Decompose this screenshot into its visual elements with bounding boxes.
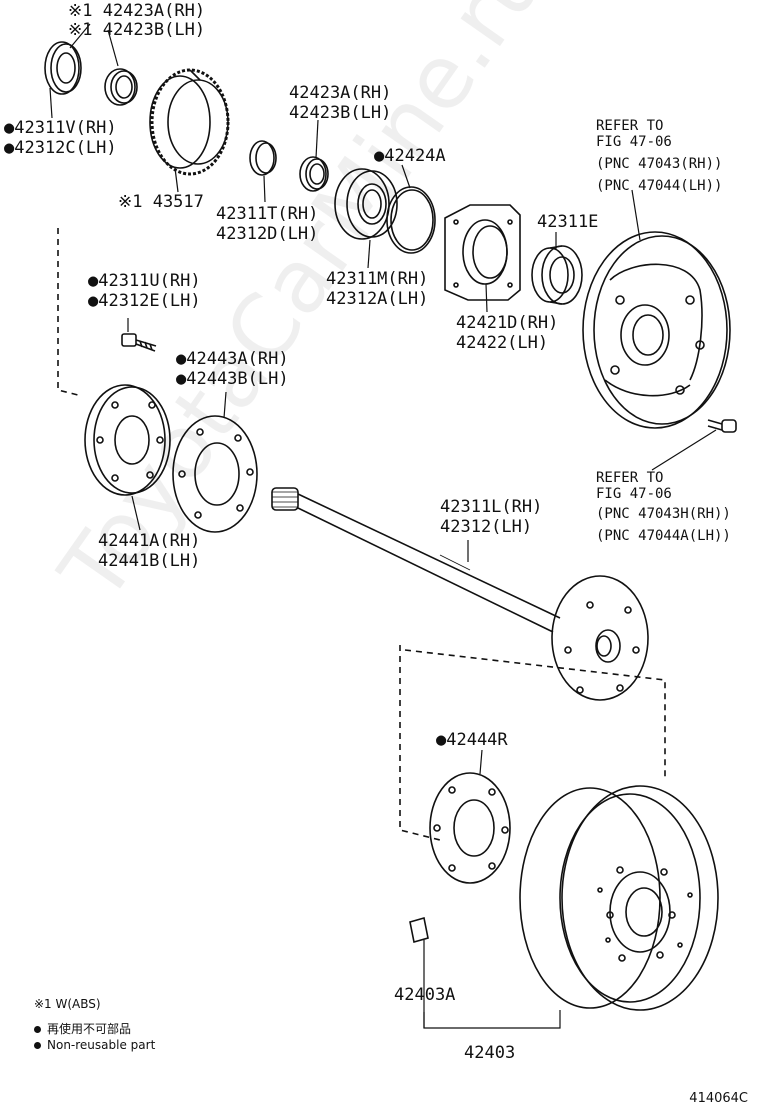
brake-backing-plate [582, 231, 731, 429]
gasket-42444r [429, 772, 511, 884]
label-42403a: 42403A [394, 985, 456, 1005]
retainer-42311e [531, 245, 583, 305]
legend-note-abs: ※1 W(ABS) [34, 997, 101, 1011]
bullet-icon [34, 1026, 41, 1033]
label-fig-47-06-lower: FIG 47-06 [596, 486, 672, 502]
label-42312e: ●42312E(LH) [88, 291, 201, 311]
label-42441b: 42441B(LH) [98, 551, 201, 571]
label-42312d: 42312D(LH) [216, 224, 319, 244]
backing-plate-bolt [707, 419, 737, 433]
abs-rotor-43517 [149, 68, 230, 176]
label-42423a-upper: ※1 42423A(RH) [68, 1, 206, 21]
legend-non-reusable-en-text: Non-reusable part [47, 1038, 156, 1052]
label-42311v: ●42311V(RH) [4, 118, 117, 138]
label-pnc-47043h: (PNC 47043H(RH)) [596, 506, 731, 522]
label-42403: 42403 [464, 1043, 516, 1063]
label-pnc-47043: (PNC 47043(RH)) [596, 156, 723, 172]
brake-drum-42403 [519, 785, 719, 1011]
oil-seal-42311v [44, 41, 82, 95]
label-42311m: 42311M(RH) [326, 269, 429, 289]
hub-bolt-42311u [121, 333, 157, 352]
label-42312a: 42312A(LH) [326, 289, 429, 309]
reference-line-right-2 [404, 649, 666, 780]
label-42423b-middle: 42423B(LH) [289, 103, 392, 123]
label-42312c: ●42312C(LH) [4, 138, 117, 158]
label-refer-to-upper: REFER TO [596, 118, 664, 134]
label-42441a: 42441A(RH) [98, 531, 201, 551]
label-pnc-47044: (PNC 47044(LH)) [596, 178, 723, 194]
label-42311u: ●42311U(RH) [88, 271, 201, 291]
label-fig-47-06-upper: FIG 47-06 [596, 134, 672, 150]
reference-line-left [57, 228, 79, 396]
label-42423b-upper: ※1 42423B(LH) [68, 20, 206, 40]
label-42421d: 42421D(RH) [456, 313, 559, 333]
leader-lines [49, 23, 717, 1029]
reference-line-right [399, 645, 441, 841]
legend-non-reusable-jp: 再使用不可部品 [34, 1020, 131, 1037]
bearing-ring-42423a-upper [104, 68, 138, 106]
label-43517: ※1 43517 [118, 192, 204, 212]
label-42312: 42312(LH) [440, 517, 533, 537]
label-42444r: ●42444R [436, 730, 508, 750]
bearing-housing-42421d [444, 204, 521, 301]
o-ring-42424a [386, 186, 436, 254]
label-42424a: ●42424A [374, 146, 446, 166]
spacer-42311t [249, 140, 277, 176]
hub-flange-42441a [84, 384, 171, 496]
label-42443a: ●42443A(RH) [176, 349, 289, 369]
bullet-icon [34, 1042, 41, 1049]
plug-42403a [409, 916, 429, 944]
figure-number: 414064C [689, 1091, 748, 1106]
legend-non-reusable-jp-text: 再使用不可部品 [47, 1022, 132, 1036]
label-42311l: 42311L(RH) [440, 497, 543, 517]
label-refer-to-lower: REFER TO [596, 470, 664, 486]
label-42443b: ●42443B(LH) [176, 369, 289, 389]
bearing-42311m [334, 168, 398, 240]
label-pnc-47044a: (PNC 47044A(LH)) [596, 528, 731, 544]
label-42311t: 42311T(RH) [216, 204, 319, 224]
bearing-ring-42423a-middle [299, 156, 329, 192]
legend-non-reusable-en: Non-reusable part [34, 1038, 155, 1052]
label-42422: 42422(LH) [456, 333, 549, 353]
label-42311e: 42311E [537, 212, 599, 232]
gasket-42443a [172, 415, 258, 533]
label-42423a-middle: 42423A(RH) [289, 83, 392, 103]
axle-shaft-42311l [271, 487, 649, 701]
